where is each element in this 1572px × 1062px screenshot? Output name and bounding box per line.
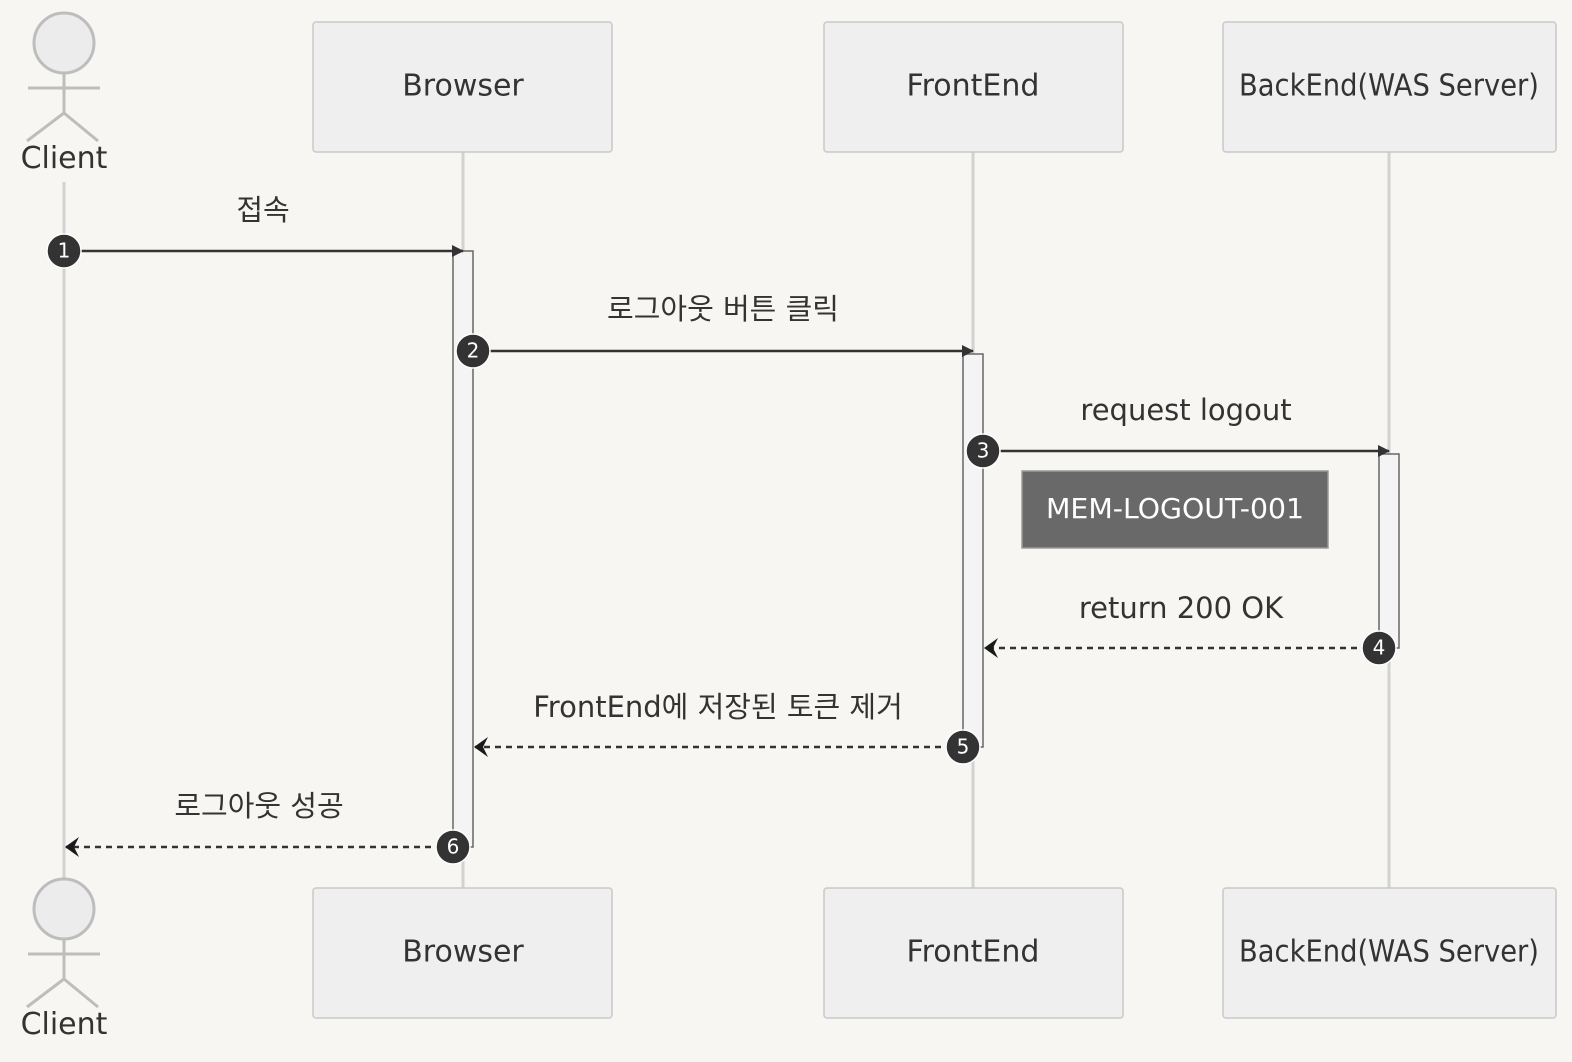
participant-label: Browser [402, 69, 524, 104]
message-label: FrontEnd에 저장된 토큰 제거 [533, 690, 903, 724]
activation-frontend [962, 353, 984, 748]
message-4: return 200 OK 4 [984, 591, 1397, 666]
message-5: FrontEnd에 저장된 토큰 제거 5 [474, 690, 981, 765]
note-text: MEM-LOGOUT-001 [1046, 492, 1304, 525]
message-1: 접속 1 [46, 193, 464, 269]
message-3: request logout 3 [965, 393, 1390, 469]
note-box: MEM-LOGOUT-001 [1021, 470, 1329, 549]
sequence-number-badge: 2 [455, 333, 491, 369]
message-label: request logout [1080, 393, 1291, 427]
svg-text:2: 2 [467, 339, 480, 363]
actor-label: Client [21, 141, 108, 176]
svg-text:1: 1 [58, 239, 71, 263]
actor-client-top: Client [21, 11, 108, 176]
svg-text:6: 6 [447, 835, 460, 859]
participant-browser-top: Browser [312, 21, 613, 153]
participant-backend-bottom: BackEnd(WAS Server) [1222, 887, 1557, 1019]
sequence-number-badge: 1 [46, 233, 82, 269]
participant-label: BackEnd(WAS Server) [1239, 935, 1539, 970]
svg-text:4: 4 [1373, 636, 1386, 660]
sequence-number-badge: 4 [1361, 630, 1397, 666]
sequence-number-badge: 5 [945, 729, 981, 765]
message-label: return 200 OK [1079, 591, 1284, 625]
person-icon [26, 11, 100, 143]
participant-label: BackEnd(WAS Server) [1239, 69, 1539, 104]
participant-frontend-top: FrontEnd [823, 21, 1124, 153]
svg-text:3: 3 [977, 439, 990, 463]
actor-client-bottom: Client [21, 877, 108, 1042]
svg-text:5: 5 [957, 735, 970, 759]
participant-label: FrontEnd [907, 935, 1040, 970]
person-icon [26, 877, 100, 1009]
participant-frontend-bottom: FrontEnd [823, 887, 1124, 1019]
message-2: 로그아웃 버튼 클릭 2 [455, 292, 974, 369]
activation-backend [1378, 453, 1400, 649]
participant-label: FrontEnd [907, 69, 1040, 104]
message-6: 로그아웃 성공 6 [65, 789, 471, 865]
sequence-number-badge: 6 [435, 829, 471, 865]
actor-label: Client [21, 1007, 108, 1042]
message-label: 로그아웃 성공 [174, 789, 343, 823]
participant-label: Browser [402, 935, 524, 970]
sequence-number-badge: 3 [965, 433, 1001, 469]
participant-backend-top: BackEnd(WAS Server) [1222, 21, 1557, 153]
message-label: 접속 [236, 193, 289, 227]
message-label: 로그아웃 버튼 클릭 [607, 292, 839, 326]
participant-browser-bottom: Browser [312, 887, 613, 1019]
